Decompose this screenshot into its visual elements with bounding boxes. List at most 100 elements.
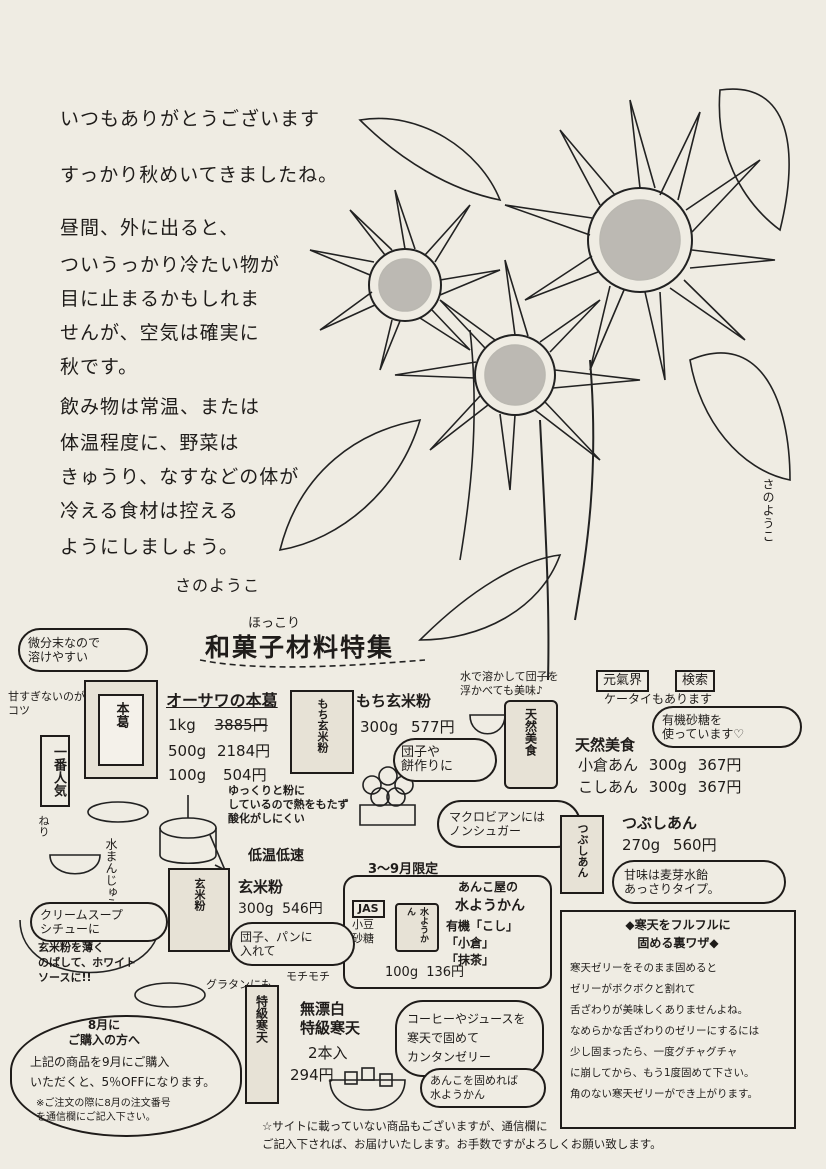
mizuyokan-cup-label: 水ようかん: [405, 907, 428, 943]
kanten-tip-body: 寒天ゼリーをそのまま固めると ゼリーがボクボクと割れて 舌ざわりが美味しくありま…: [562, 952, 794, 1105]
kanten-price: 294円: [290, 1066, 334, 1084]
genmai-name: 玄米粉: [238, 878, 284, 896]
search-box-label: 検索: [675, 670, 716, 692]
august-notice-note: ※ご注文の際に8月の注文番号 を通信欄にご記入下さい。: [36, 1098, 171, 1123]
feature-title: 和菓子材料特集: [205, 633, 395, 662]
mochi-genmai-size: 300g: [360, 718, 399, 736]
tsubushi-an-package: つぶしあん: [560, 815, 604, 894]
item-name: 小倉あん: [578, 756, 639, 774]
osawa-price: 504円: [222, 766, 267, 784]
osawa-size: 1kg: [168, 716, 196, 734]
osawa-size: 500g: [168, 742, 207, 760]
genmai-package-label: 玄米粉: [193, 878, 206, 911]
ogura-an-row: 小倉あん 300g 367円: [578, 754, 741, 775]
macrobiotic-callout: マクロビアンには ノンシュガー: [437, 800, 581, 848]
not-too-sweet-note: 甘すぎないのが コツ: [8, 690, 85, 717]
popular-badge: 一番人気: [40, 735, 70, 807]
tsubushi-size: 270g: [622, 836, 661, 854]
kanten-tip-line: に崩してから、もう1度固めて下さい。: [570, 1067, 755, 1079]
august-notice-oval: [10, 1015, 242, 1137]
mochi-genmai-package: もち玄米粉: [290, 690, 354, 774]
tsubushi-an-price-row: 270g 560円: [622, 834, 717, 855]
intro-line: ようにしましょう。: [60, 536, 239, 558]
mizuyokan-name: 水ようかん: [455, 898, 525, 914]
intro-line: 飲み物は常温、または: [60, 396, 261, 418]
tennen-mishoku-name: 天然美食: [575, 736, 636, 754]
item-size: 300g: [648, 778, 687, 796]
mizuyokan-flavors: 有機「こし」 「小倉」 「抹茶」: [446, 919, 519, 967]
kanten-tip-line: ゼリーがボクボクと割れて: [570, 983, 696, 995]
intro-line: すっかり秋めいてきましたね。: [60, 164, 339, 186]
item-size: 300g: [648, 756, 687, 774]
intro-line: ついうっかり冷たい物が: [60, 254, 281, 276]
illustrator-signature: さのようこ: [761, 478, 775, 543]
kanten-tip-box: ◆寒天をフルフルに 固める裏ワザ◆ 寒天ゼリーをそのまま固めると ゼリーがボクボ…: [560, 910, 796, 1129]
item-name: こしあん: [578, 778, 639, 796]
kanten-tip-title: ◆寒天をフルフルに 固める裏ワザ◆: [625, 918, 731, 950]
kanten-tip-line: 角のない寒天ゼリーができ上がります。: [570, 1088, 758, 1100]
kanten-name: 無漂白 特級寒天: [300, 1000, 361, 1037]
intro-line: 体温程度に、野菜は: [60, 432, 240, 454]
intro-line: 昼間、外に出ると、: [60, 217, 240, 239]
genkikai-brand: 元氣界: [596, 670, 650, 692]
mizuyokan-price: 136円: [426, 965, 465, 980]
hon-kuzu-package: 本葛: [84, 680, 158, 779]
kanten-package: 特級寒天: [245, 985, 279, 1104]
organic-sugar-callout: 有機砂糖を 使っています♡: [652, 706, 802, 748]
item-price: 367円: [697, 756, 742, 774]
item-price: 367円: [697, 778, 742, 796]
malt-syrup-callout: 甘味は麦芽水飴 あっさりタイプ。: [612, 860, 786, 904]
mochi-genmai-package-label: もち玄米粉: [316, 698, 329, 753]
kanten-package-label: 特級寒天: [254, 995, 269, 1043]
august-notice-body: 上記の商品を9月にご購入 いただくと、5％OFFになります。: [30, 1055, 216, 1089]
genmai-package: 玄米粉: [168, 868, 230, 952]
mizuyokan-price-row: 100g 136円: [385, 961, 464, 980]
intro-line: 秋です。: [60, 356, 139, 378]
august-notice-title: 8月に ご購入の方へ: [68, 1018, 141, 1047]
jas-badge: JAS: [352, 900, 385, 918]
mochimochi-note: モチモチ: [286, 970, 330, 983]
cream-soup-callout: クリームスープ シチューに: [30, 902, 168, 942]
intro-line: 目に止まるかもしれま: [60, 288, 261, 310]
limited-season-label: 3〜9月限定: [368, 862, 439, 877]
intro-line: せんが、空気は確実に: [60, 322, 260, 344]
cream-soup-body: 玄米粉を薄く のばして、ホワイト ソースに!!: [38, 941, 137, 984]
kanten-tip-line: 寒天ゼリーをそのまま固めると: [570, 962, 717, 974]
mizuyokan-badge: 小豆 砂糖: [352, 918, 374, 945]
genmai-size: 300g: [238, 901, 274, 917]
tsubushi-an-name: つぶしあん: [622, 814, 698, 832]
kanten-qty: 2本入: [308, 1044, 348, 1062]
slow-milled-note: ゆっくりと粉に しているので熱をもたず 酸化がしにくい: [228, 784, 349, 825]
osawa-size: 100g: [168, 766, 207, 784]
koshi-an-row: こしあん 300g 367円: [578, 776, 741, 797]
tsubushi-price: 560円: [672, 836, 717, 854]
mizuyokan-cup: 水ようかん: [395, 903, 439, 952]
dango-pan-callout: 団子、パンに 入れて: [230, 922, 355, 966]
mobile-note: ケータイもあります: [604, 692, 713, 706]
feature-title-prefix: ほっこり: [248, 616, 301, 631]
kanten-tip-line: なめらかな舌ざわりのゼリーにするには: [570, 1025, 760, 1037]
mochi-genmai-name: もち玄米粉: [356, 692, 432, 710]
low-temp-note: 低温低速: [248, 848, 304, 864]
intro-line: きゅうり、なすなどの体が: [60, 466, 300, 488]
mizuyokan-maker: あんこ屋の: [458, 880, 519, 894]
author-signature: さのようこ: [175, 576, 261, 595]
kanten-tip-line: 少し固まったら、一度グチャグチャ: [570, 1046, 738, 1058]
genmai-price-row: 300g 546円: [238, 898, 323, 918]
osawa-price-row: 1kg 3885円: [168, 714, 268, 735]
osawa-price: 2184円: [216, 742, 271, 760]
kanten-tip-line: 舌ざわりが美味しくありませんよね。: [570, 1004, 749, 1016]
osawa-kuzu-name: オーサワの本葛: [166, 691, 278, 710]
footer-line-1: ☆サイトに載っていない商品もございますが、通信欄に: [262, 1119, 548, 1133]
osawa-price-row: 100g 504円: [168, 764, 267, 785]
greeting-line: いつもありがとうございます: [60, 108, 321, 130]
tennen-mishoku-package-label: 天然美食: [523, 708, 538, 756]
coffee-jelly-callout: コーヒーやジュースを 寒天で固めて カンタンゼリー: [395, 1000, 544, 1077]
footer-line-2: ご記入下されば、お届けいたします。お手数ですがよろしくお願い致します。: [262, 1137, 662, 1151]
tsubushi-an-package-label: つぶしあん: [576, 823, 589, 878]
mochi-genmai-price: 577円: [410, 718, 455, 736]
melts-in-water-note: 水で溶かして団子を 浮かべても美味♪: [460, 670, 559, 697]
intro-line: 冷える食材は控える: [60, 500, 239, 522]
anko-jelly-callout: あんこを固めれば 水ようかん: [420, 1068, 546, 1108]
mochi-genmai-price-row: 300g 577円: [360, 716, 455, 737]
